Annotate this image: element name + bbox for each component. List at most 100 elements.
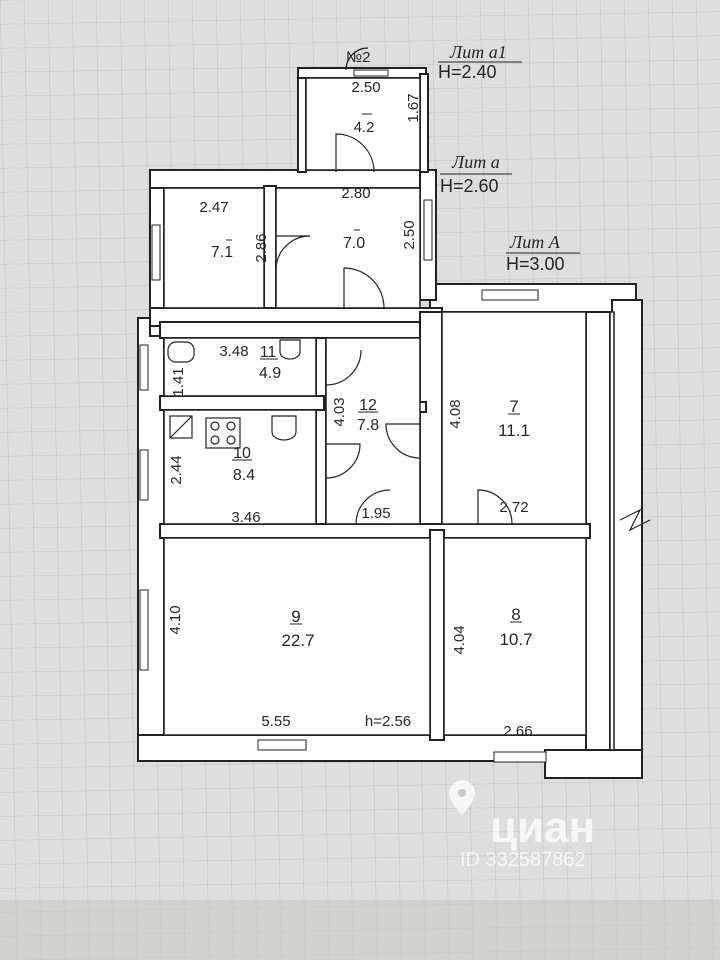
dim-room9-depth: 4.10: [167, 605, 184, 634]
door-room-11: [325, 349, 362, 386]
window-ext-right: [423, 199, 433, 261]
dim-room70-depth: 2.50: [401, 220, 418, 249]
watermark-brand: циан: [490, 803, 595, 852]
dim-room11-depth: 1.41: [170, 367, 187, 396]
window-left-room-11: [139, 344, 149, 391]
room-number: 10: [233, 445, 251, 462]
room-area: 7.8: [357, 417, 379, 434]
room-number: 8: [511, 605, 520, 624]
burner-icon: [210, 421, 220, 431]
room-7-0-fill: [275, 187, 421, 309]
porch-fill: [305, 77, 421, 171]
lit-A-label: Лит А: [509, 232, 561, 252]
burner-icon: [210, 435, 220, 445]
door-porch-2: [345, 47, 369, 71]
fixtures: [167, 339, 301, 449]
porch-left: [297, 73, 307, 173]
watermark-id: ID 332587862: [460, 849, 586, 871]
porch-number: №2: [346, 49, 370, 66]
boiler-icon-diagonal: [169, 415, 193, 439]
room-fills: [163, 77, 615, 751]
window-top-room-7: [481, 289, 539, 301]
windows: [139, 69, 547, 763]
door-room-7: [385, 423, 421, 459]
wall-interior-v3: [429, 529, 445, 741]
lit-a1-label: Лит а1: [449, 42, 507, 62]
boiler-icon: [169, 415, 193, 439]
dimensions: 2.50 1.67 4.2 2.47 2.86 2.80 2.50 3.48 1…: [167, 79, 533, 740]
room-area: 10.7: [499, 630, 532, 649]
veranda-bottom: [544, 749, 643, 779]
room-7-fill: [441, 311, 587, 525]
room-8-fill: [443, 537, 587, 736]
room-11-fill: [163, 337, 317, 397]
veranda-right: [611, 299, 643, 779]
paper-shadow: [0, 900, 720, 960]
window-left-room-10: [139, 449, 149, 501]
wall-interior-v2: [419, 311, 443, 535]
sink-icon: [271, 415, 297, 441]
door-room-70: [343, 267, 385, 309]
room-area: 8.4: [233, 467, 255, 484]
watermark: циан ID 332587862: [449, 780, 595, 871]
sink-bath-icon: [279, 339, 301, 360]
window-bottom-room-9: [257, 739, 307, 751]
wall-interior-h3: [159, 523, 591, 539]
door-room-9: [355, 489, 391, 525]
dim-room9-height: h=2.56: [365, 713, 411, 730]
room-area: 22.7: [281, 631, 314, 650]
dim-room10-depth: 2.44: [168, 455, 185, 484]
room-9-fill: [163, 537, 431, 736]
door-room-8: [477, 489, 513, 525]
window-bottom-room-8: [493, 751, 547, 763]
room-area: 11.1: [498, 421, 530, 440]
room-number: 11: [260, 344, 277, 361]
litera-labels: №2 Лит а1 H=2.40 Лит а H=2.60 Лит А H=3.…: [346, 42, 580, 274]
dim-porch-width: 2.50: [351, 79, 380, 96]
room-area: 7.1: [211, 244, 233, 261]
room-area: 4.9: [259, 365, 281, 382]
room-7-1-fill: [163, 187, 265, 309]
dim-room7-depth: 4.08: [447, 399, 464, 428]
dim-room10-width: 3.46: [231, 509, 260, 526]
lit-a-height: H=2.60: [440, 176, 499, 196]
dim-room71-width: 2.47: [199, 199, 228, 216]
lit-a-label: Лит а: [451, 152, 500, 172]
door-swings: [275, 47, 513, 525]
dim-room11-width: 3.48: [219, 343, 248, 360]
burner-icon: [226, 421, 236, 431]
room-number: 12: [359, 397, 377, 414]
wall-interior-h2: [159, 395, 325, 411]
lit-A-height: H=3.00: [506, 254, 565, 274]
window-porch: [353, 69, 389, 77]
dim-porch-area: 4.2: [354, 119, 375, 136]
dim-room12-depth: 4.03: [331, 397, 348, 426]
room-number: 7: [509, 397, 518, 416]
location-pin-dot: [458, 789, 466, 797]
door-porch: [335, 133, 375, 173]
dim-room71-depth: 2.86: [253, 233, 270, 262]
wall-interior-h1: [159, 321, 421, 339]
bathtub-icon: [167, 341, 195, 363]
stove-icon: [205, 417, 241, 449]
dim-room8-depth: 4.04: [451, 625, 468, 654]
room-labels: 7 11.1 8 10.7 9 22.7 10 8.4 11 4.9 12 7.…: [211, 229, 533, 650]
door-room-71: [275, 235, 311, 271]
window-left-room-9: [139, 589, 149, 671]
room-area: 7.0: [343, 235, 365, 252]
dim-room70-width: 2.80: [341, 185, 370, 202]
window-left-room-71: [151, 224, 161, 281]
dim-room7-width: 2.72: [499, 499, 528, 516]
dim-room8-width: 2.66: [503, 723, 532, 740]
wall-ext-top: [149, 169, 433, 189]
lit-a1-height: H=2.40: [438, 62, 497, 82]
dim-room12-width: 1.95: [361, 505, 390, 522]
wall-interior-v1: [315, 324, 327, 536]
veranda-fill: [609, 311, 615, 751]
room-number: 9: [291, 607, 300, 626]
door-room-10: [325, 443, 361, 479]
dim-porch-depth: 1.67: [405, 93, 422, 122]
room-12-fill: [325, 337, 421, 525]
break-mark: [619, 508, 651, 532]
